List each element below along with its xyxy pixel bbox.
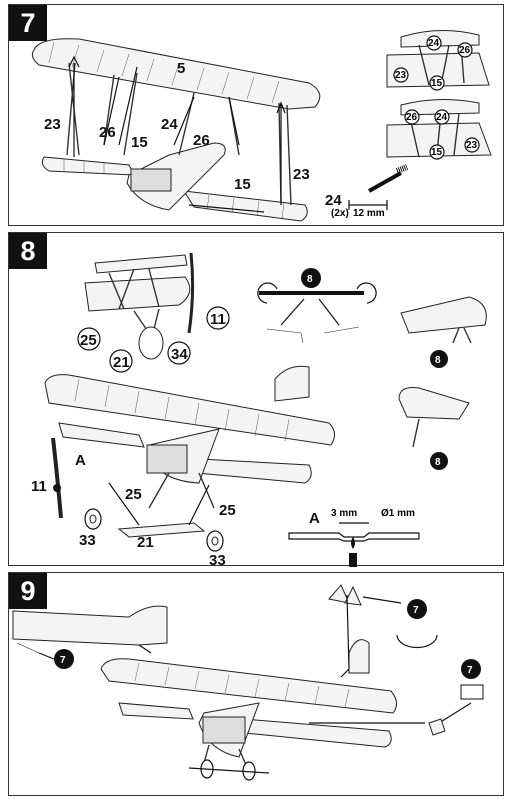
- main-airframe: [44, 365, 335, 509]
- spec-part-number: 24: [325, 192, 342, 209]
- tail-closeup: 7: [12, 605, 168, 669]
- spec-quantity: (2x): [331, 208, 349, 219]
- axle-diameter: Ø1 mm: [381, 508, 415, 519]
- callout-21b: 21: [137, 534, 154, 551]
- callout-33: 33: [79, 532, 96, 549]
- inset-callout-24-bottom: 24: [436, 112, 448, 123]
- callout-25c: 25: [219, 502, 236, 519]
- step-8-diagram: 11 25 21 34 8 8 8: [31, 252, 487, 569]
- spec-length: 12 mm: [353, 208, 385, 219]
- paint-ref-7-tail: 7: [60, 655, 66, 666]
- tail-ref-8b: 8: [435, 457, 441, 468]
- step-7-diagram: 5 23 26 15 24 26 23 15 24 26 23 15 26 24…: [31, 29, 492, 222]
- assembly-arrows: [68, 55, 286, 213]
- axle-detail-label: A: [309, 510, 320, 527]
- axle-detail: A 3 mm Ø1 mm: [288, 508, 420, 567]
- brush-icon: [368, 171, 402, 193]
- step-number: 9: [20, 575, 36, 606]
- tail-ref-8a: 8: [435, 355, 441, 366]
- fuselage: [126, 142, 226, 211]
- step-number-badge: 7: [9, 5, 47, 41]
- candle-icon: [349, 553, 357, 567]
- callout-11: 11: [210, 311, 226, 328]
- paint-ref-7-fin: 7: [413, 605, 419, 616]
- inset-callout-26-bottom: 26: [406, 112, 418, 123]
- callout-34: 34: [171, 346, 188, 363]
- inset-callout-23-bottom: 23: [466, 140, 478, 151]
- callout-23b: 23: [293, 166, 310, 183]
- callout-26: 26: [99, 124, 116, 141]
- tail-detail-bottom: 8: [398, 387, 470, 470]
- callout-25b: 25: [125, 486, 142, 503]
- step-8-panel: 8 11 25 21 34 8 8: [8, 232, 504, 569]
- inset-callout-26: 26: [459, 45, 471, 56]
- inset-callout-23: 23: [395, 70, 407, 81]
- step-9-panel: 9 7 7 7: [8, 572, 504, 796]
- detail-inset-bottom: 26 24 15 23: [386, 98, 492, 160]
- callout-25: 25: [80, 332, 97, 349]
- paint-ref-8-label: 8: [307, 274, 313, 285]
- paint-reference-8: 8: [257, 268, 377, 344]
- inset-callout-15-bottom: 15: [431, 147, 443, 158]
- propeller: [51, 437, 63, 519]
- detail-ref-a: A: [75, 452, 86, 469]
- main-airframe: [100, 594, 425, 781]
- step-number-badge: 8: [9, 233, 47, 269]
- callout-24: 24: [161, 116, 178, 133]
- inset-callout-24: 24: [428, 38, 440, 49]
- callout-5: 5: [177, 60, 185, 77]
- callout-23: 23: [44, 116, 61, 133]
- landing-gear-parts: [84, 482, 224, 552]
- part-24-spec: 24 (2x) 12 mm: [325, 164, 409, 219]
- step-number: 8: [20, 235, 36, 266]
- lower-wing: [41, 156, 308, 222]
- callout-15b: 15: [234, 176, 251, 193]
- axle-length: 3 mm: [331, 508, 357, 519]
- callout-21: 21: [113, 354, 130, 371]
- step-number-badge: 9: [9, 573, 47, 609]
- upper-wing: [31, 38, 321, 110]
- inset-callout-15: 15: [431, 78, 443, 89]
- callout-11b: 11: [31, 478, 47, 495]
- fin-parts: 7: [328, 584, 438, 649]
- callout-26b: 26: [193, 132, 210, 149]
- callout-33b: 33: [209, 552, 226, 569]
- step-9-diagram: 7 7 7: [12, 584, 484, 781]
- bracket-parts: 7: [428, 659, 484, 736]
- detail-inset-top: 24 26 23 15: [386, 29, 490, 91]
- engine-block: [130, 168, 172, 192]
- step-7-panel: 7: [8, 4, 504, 226]
- paint-ref-7-bracket: 7: [467, 665, 473, 676]
- side-view-airframe: 11 25 21 34: [77, 252, 230, 373]
- step-number: 7: [20, 7, 36, 38]
- tail-detail-top: 8: [400, 296, 487, 368]
- callout-15: 15: [131, 134, 148, 151]
